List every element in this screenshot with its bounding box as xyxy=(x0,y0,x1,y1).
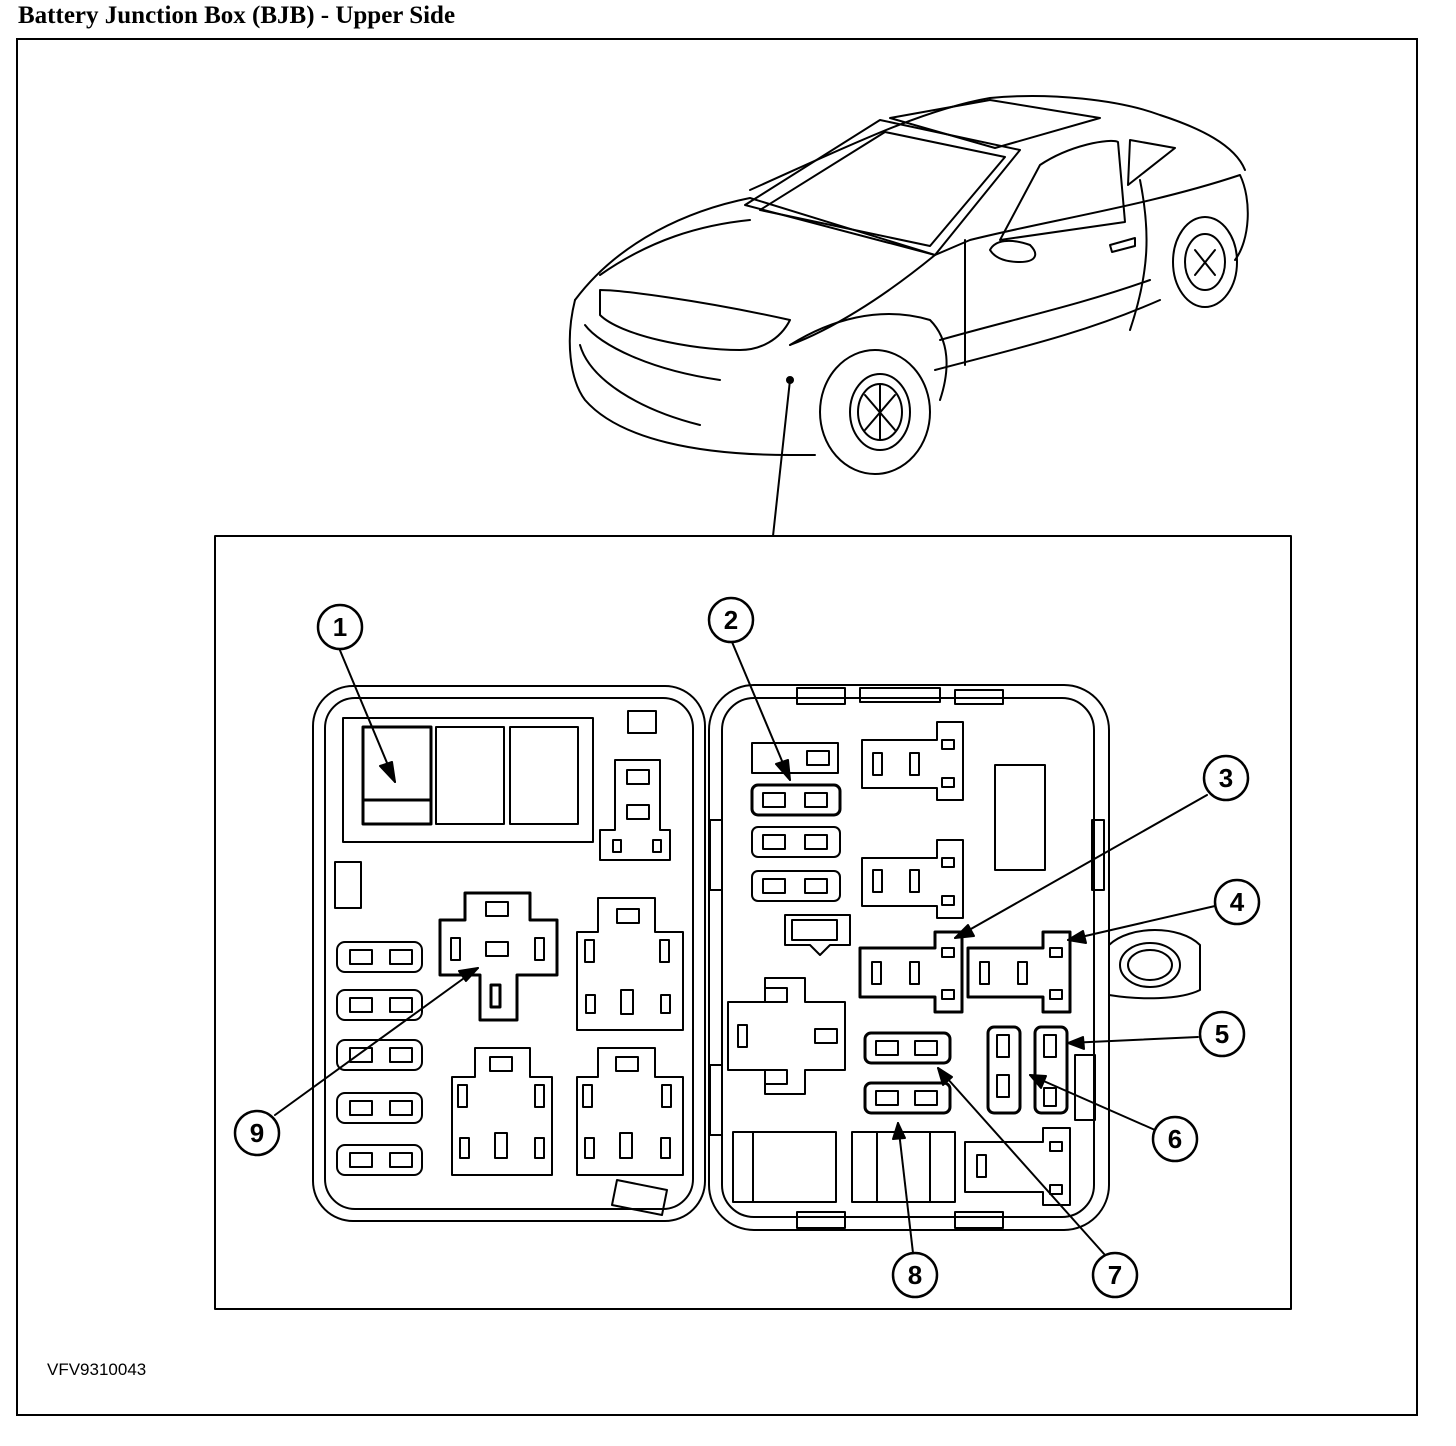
svg-text:5: 5 xyxy=(1215,1019,1229,1049)
callout-1: 1 xyxy=(316,603,364,651)
car-illustration xyxy=(568,95,1249,537)
svg-text:4: 4 xyxy=(1230,887,1245,917)
svg-text:9: 9 xyxy=(250,1118,264,1148)
diagram-title: Battery Junction Box (BJB) - Upper Side xyxy=(18,2,456,29)
callout-4: 4 xyxy=(1213,878,1261,926)
bjb-right-section xyxy=(708,684,1201,1231)
diagram-frame xyxy=(16,38,1418,1416)
svg-text:3: 3 xyxy=(1219,763,1233,793)
figure-code: VFV9310043 xyxy=(47,1360,147,1379)
callout-8: 8 xyxy=(891,1251,939,1299)
callout-5: 5 xyxy=(1198,1010,1246,1058)
callout-3: 3 xyxy=(1202,754,1250,802)
callout-6: 6 xyxy=(1151,1115,1199,1163)
callout-7: 7 xyxy=(1091,1251,1139,1299)
svg-text:1: 1 xyxy=(333,612,347,642)
callout-2: 2 xyxy=(707,596,755,644)
leader-lines xyxy=(274,641,1216,1256)
bjb-left-section xyxy=(312,685,706,1222)
svg-text:6: 6 xyxy=(1168,1124,1182,1154)
svg-text:2: 2 xyxy=(724,605,738,635)
svg-text:7: 7 xyxy=(1108,1260,1122,1290)
detail-frame xyxy=(214,535,1292,1310)
callout-9: 9 xyxy=(233,1109,281,1157)
svg-text:8: 8 xyxy=(908,1260,922,1290)
